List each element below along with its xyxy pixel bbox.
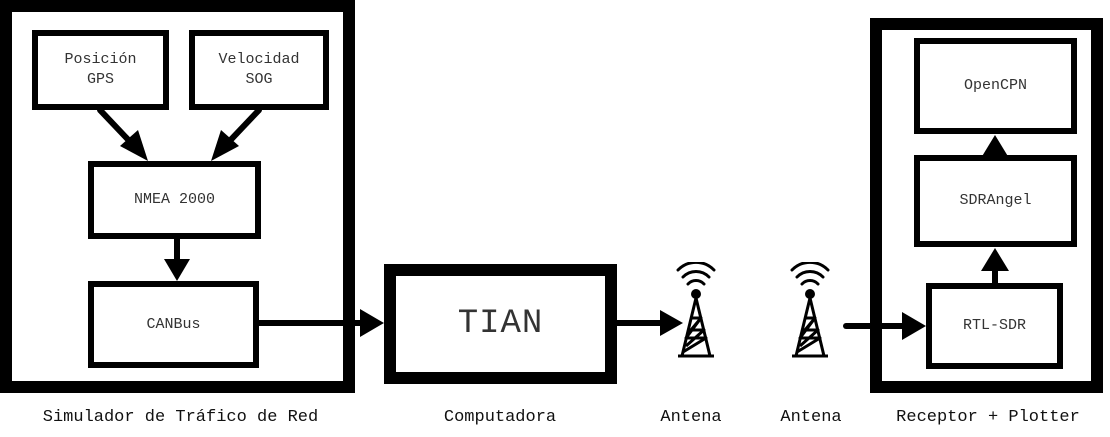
arrowhead-rtlsdr-sdrangel — [981, 248, 1009, 271]
nmea-2000-node: NMEA 2000 — [88, 161, 261, 239]
arrowhead-antena-rtlsdr — [902, 312, 926, 340]
arrowhead-nmea-canbus — [164, 259, 190, 281]
antenna-rx-icon — [790, 262, 830, 358]
antena-tx-caption: Antena — [660, 408, 722, 427]
canbus-label: CANBus — [146, 315, 201, 333]
arrowhead-tian-antena — [660, 310, 683, 336]
velocidad-sog-line-2: SOG — [245, 71, 273, 88]
opencpn-label: OpenCPN — [963, 77, 1027, 94]
tian-node: TIAN — [384, 264, 617, 384]
receptor-caption: Receptor + Plotter — [896, 408, 1080, 427]
arrowhead-canbus-tian — [360, 309, 384, 337]
posicion-gps-line-1: Posición — [64, 51, 137, 68]
computadora-caption: Computadora — [443, 408, 557, 427]
posicion-gps-line-2: GPS — [86, 71, 114, 88]
antena-rx-caption: Antena — [780, 408, 842, 427]
rtl-sdr-label: RTL-SDR — [962, 317, 1026, 334]
posicion-gps-node: Posición GPS — [32, 30, 169, 110]
arrowhead-velocidad-nmea — [211, 130, 239, 161]
opencpn-node: OpenCPN — [914, 38, 1077, 134]
velocidad-sog-node: Velocidad SOG — [189, 30, 329, 110]
rtl-sdr-node: RTL-SDR — [926, 283, 1063, 369]
tian-label: TIAN — [457, 305, 544, 343]
arrowhead-posicion-nmea — [120, 130, 148, 161]
canbus-node: CANBus — [88, 281, 259, 368]
antenna-tx-icon — [676, 262, 716, 358]
nmea-2000-label: NMEA 2000 — [133, 191, 215, 208]
sdrangel-label: SDRAngel — [959, 192, 1032, 209]
velocidad-sog-line-1: Velocidad — [218, 51, 300, 68]
arrowhead-sdrangel-opencpn — [981, 135, 1009, 158]
simulador-caption: Simulador de Tráfico de Red — [42, 408, 319, 427]
